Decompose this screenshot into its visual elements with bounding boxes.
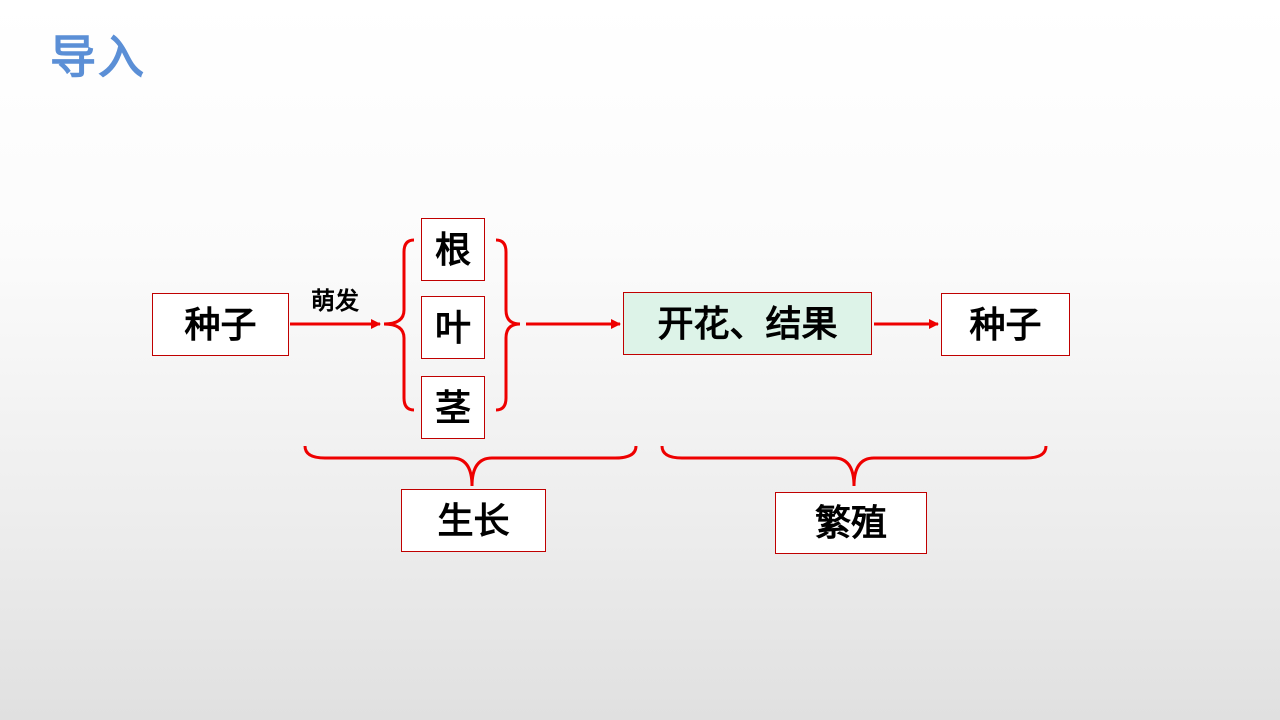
node-leaf: 叶 — [421, 296, 485, 359]
node-stem: 茎 — [421, 376, 485, 439]
node-seed-end: 种子 — [941, 293, 1070, 356]
node-seed-start: 种子 — [152, 293, 289, 356]
left-curly-brace — [383, 238, 415, 412]
right-curly-brace — [495, 238, 521, 412]
edge-label-germinate: 萌发 — [311, 286, 359, 315]
page-title: 导入 — [50, 30, 146, 84]
node-flowering-fruiting: 开花、结果 — [623, 292, 872, 355]
growth-brace — [303, 445, 638, 487]
node-growth: 生长 — [401, 489, 546, 552]
node-reproduction: 繁殖 — [775, 492, 927, 554]
reproduction-brace — [660, 445, 1048, 487]
node-root: 根 — [421, 218, 485, 281]
